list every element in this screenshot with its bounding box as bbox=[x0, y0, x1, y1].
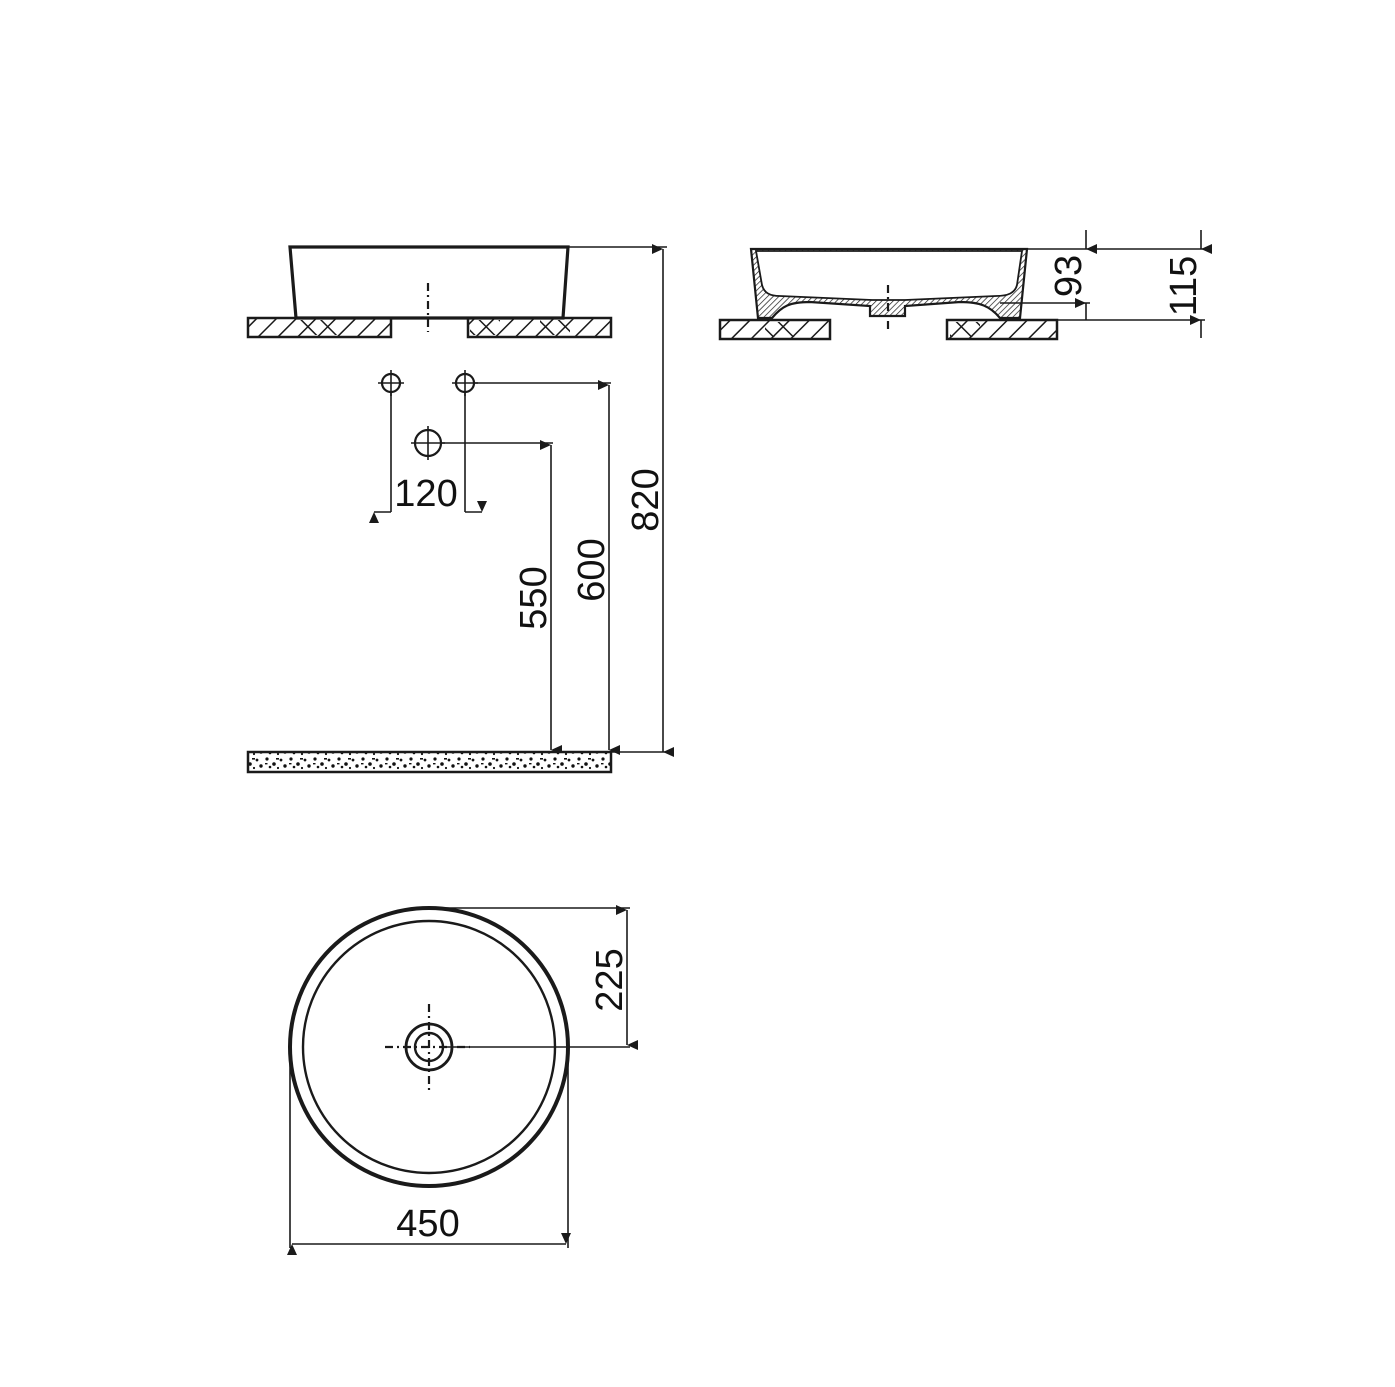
side-section-view: 93 115 bbox=[718, 230, 1212, 341]
dimension-120: 120 bbox=[394, 473, 457, 515]
countertop-section-right bbox=[466, 316, 613, 339]
dimension-225: 225 bbox=[589, 948, 631, 1011]
countertop-section-left bbox=[718, 318, 832, 341]
dimension-600: 600 bbox=[571, 538, 613, 601]
dimension-450: 450 bbox=[396, 1203, 459, 1245]
floor-section bbox=[246, 750, 613, 774]
countertop-section-right bbox=[945, 318, 1059, 341]
dimension-820: 820 bbox=[625, 468, 667, 531]
dimension-93: 93 bbox=[1048, 255, 1090, 297]
countertop-section-left bbox=[246, 316, 393, 339]
tap-hole-left-icon bbox=[378, 370, 404, 396]
waste-hole-icon bbox=[411, 426, 445, 460]
dimension-550: 550 bbox=[513, 566, 555, 629]
basin-section-inner bbox=[754, 250, 1024, 301]
dimension-115: 115 bbox=[1163, 256, 1205, 317]
front-elevation-view: 820 120 600 550 bbox=[246, 244, 674, 774]
plan-view: 225 450 bbox=[287, 905, 638, 1255]
tap-hole-right-icon bbox=[452, 370, 478, 396]
